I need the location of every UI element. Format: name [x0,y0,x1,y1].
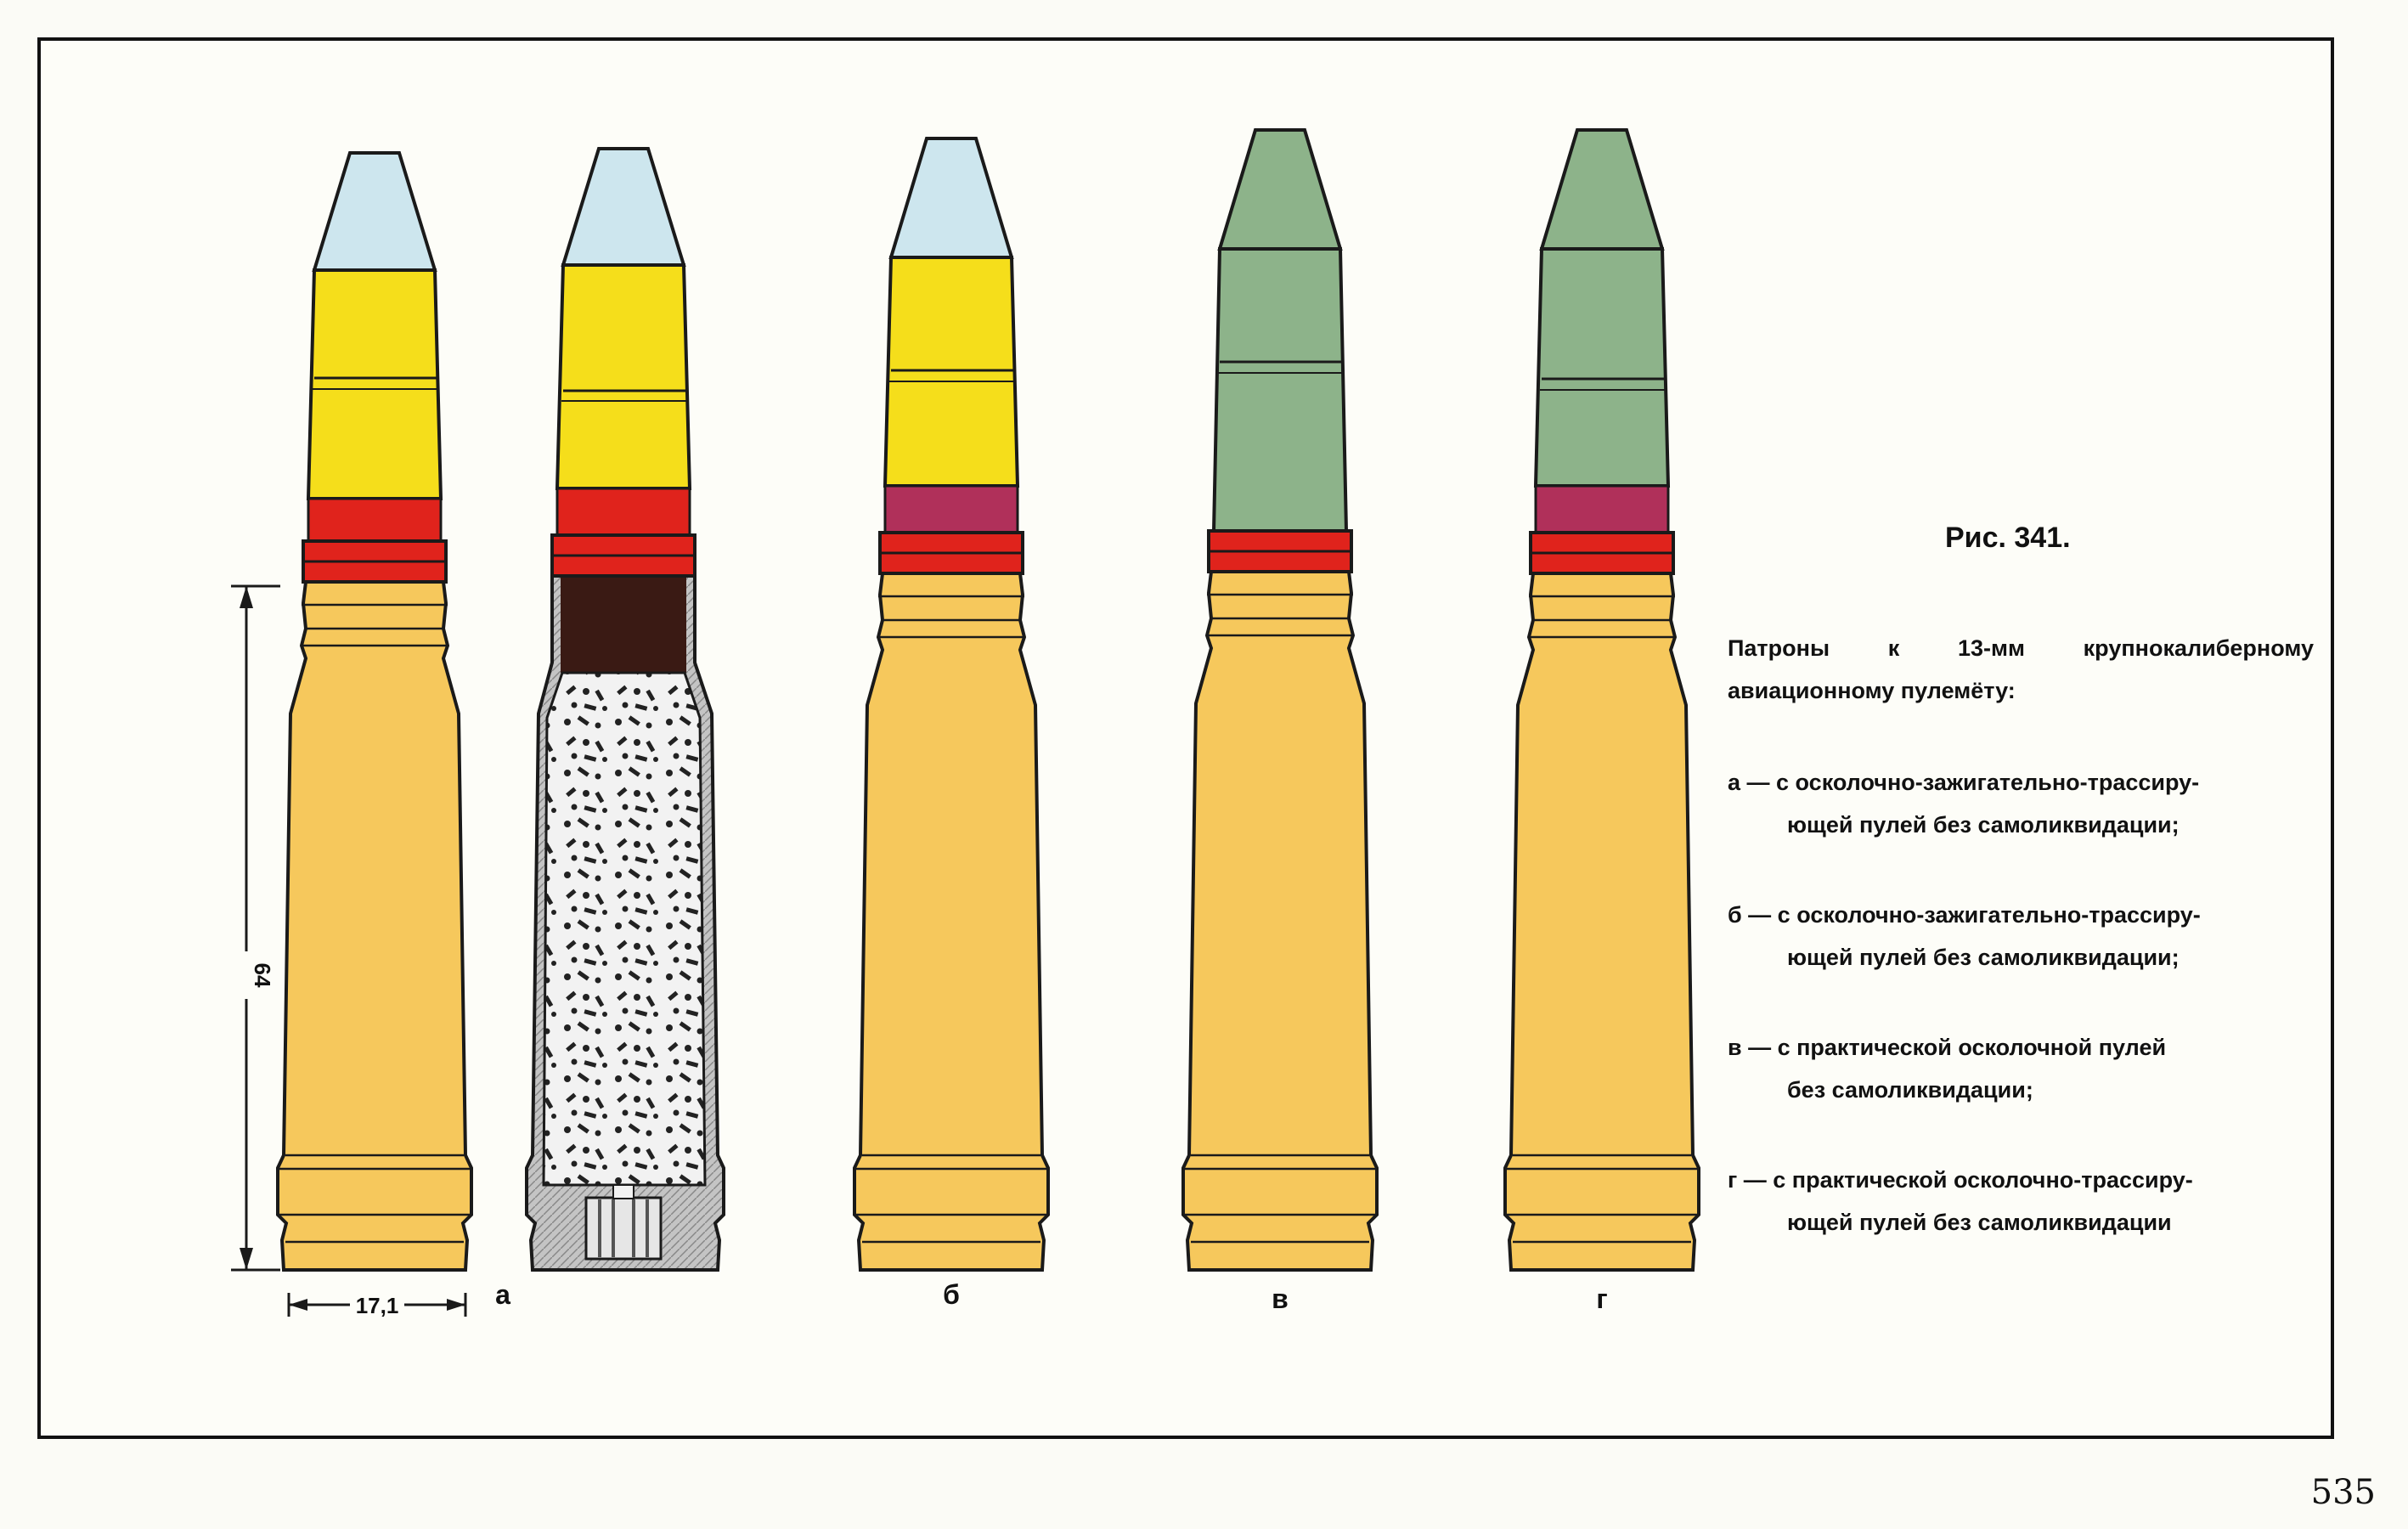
length-label: 64 [250,963,275,988]
magenta-band-g [1534,484,1670,534]
bullet-body-a [306,268,443,500]
powder-chamber [542,671,707,1187]
primer [584,1196,663,1261]
caption-item-b-line2: ющей пулей без самоликвидации; [1787,945,2180,970]
magenta-band-b [883,484,1019,534]
caption-item-g: г — с практической осколочно-трассиру- ю… [1728,1159,2314,1244]
figure-title: Рис. 341. [1945,522,2071,554]
length-dimension: 64 [231,584,280,1272]
caption-item-a-line1: а — с осколочно-зажигательно-трассиру- [1728,770,2200,795]
caption-item-g-line1: г — с практической осколочно-трассиру- [1728,1167,2193,1193]
red-band-a [307,497,443,543]
powder-charge-dark [561,578,686,673]
label-g: г [1596,1284,1607,1314]
caption-head: Патроны к 13-мм крупнокалиберному авиаци… [1728,635,2314,703]
width-dimension: 17,1 [287,1289,467,1318]
caption-item-a: а — с осколочно-зажигательно-трассиру- ю… [1728,761,2314,846]
cartridge-a [276,151,473,1272]
caption-item-v: в — с практической осколочной пулей без … [1728,1026,2314,1111]
caption-item-b-line1: б — с осколочно-зажигательно-трассиру- [1728,902,2201,928]
cartridge-v [1181,128,1379,1272]
bullet-tip-a [312,151,437,272]
cartridge-b [853,137,1050,1272]
caption-item-g-line2: ющей пулей без самоликвидации [1787,1210,2172,1235]
casing-a [276,580,473,1272]
cartridge-g [1503,128,1700,1272]
label-v: в [1272,1284,1289,1314]
width-label: 17,1 [356,1293,399,1318]
label-a: а [495,1279,510,1310]
page-number: 535 [2310,1473,2376,1512]
figure-caption: Патроны к 13-мм крупнокалиберному авиаци… [1728,627,2314,1291]
caption-item-b: б — с осколочно-зажигательно-трассиру- ю… [1728,894,2314,979]
caption-item-v-line2: без самоликвидации; [1787,1077,2033,1103]
caption-item-v-line1: в — с практической осколочной пулей [1728,1035,2167,1060]
label-b: б [943,1279,960,1310]
cartridge-a-section [525,147,725,1272]
caption-item-a-line2: ющей пулей без самоликвидации; [1787,812,2180,838]
